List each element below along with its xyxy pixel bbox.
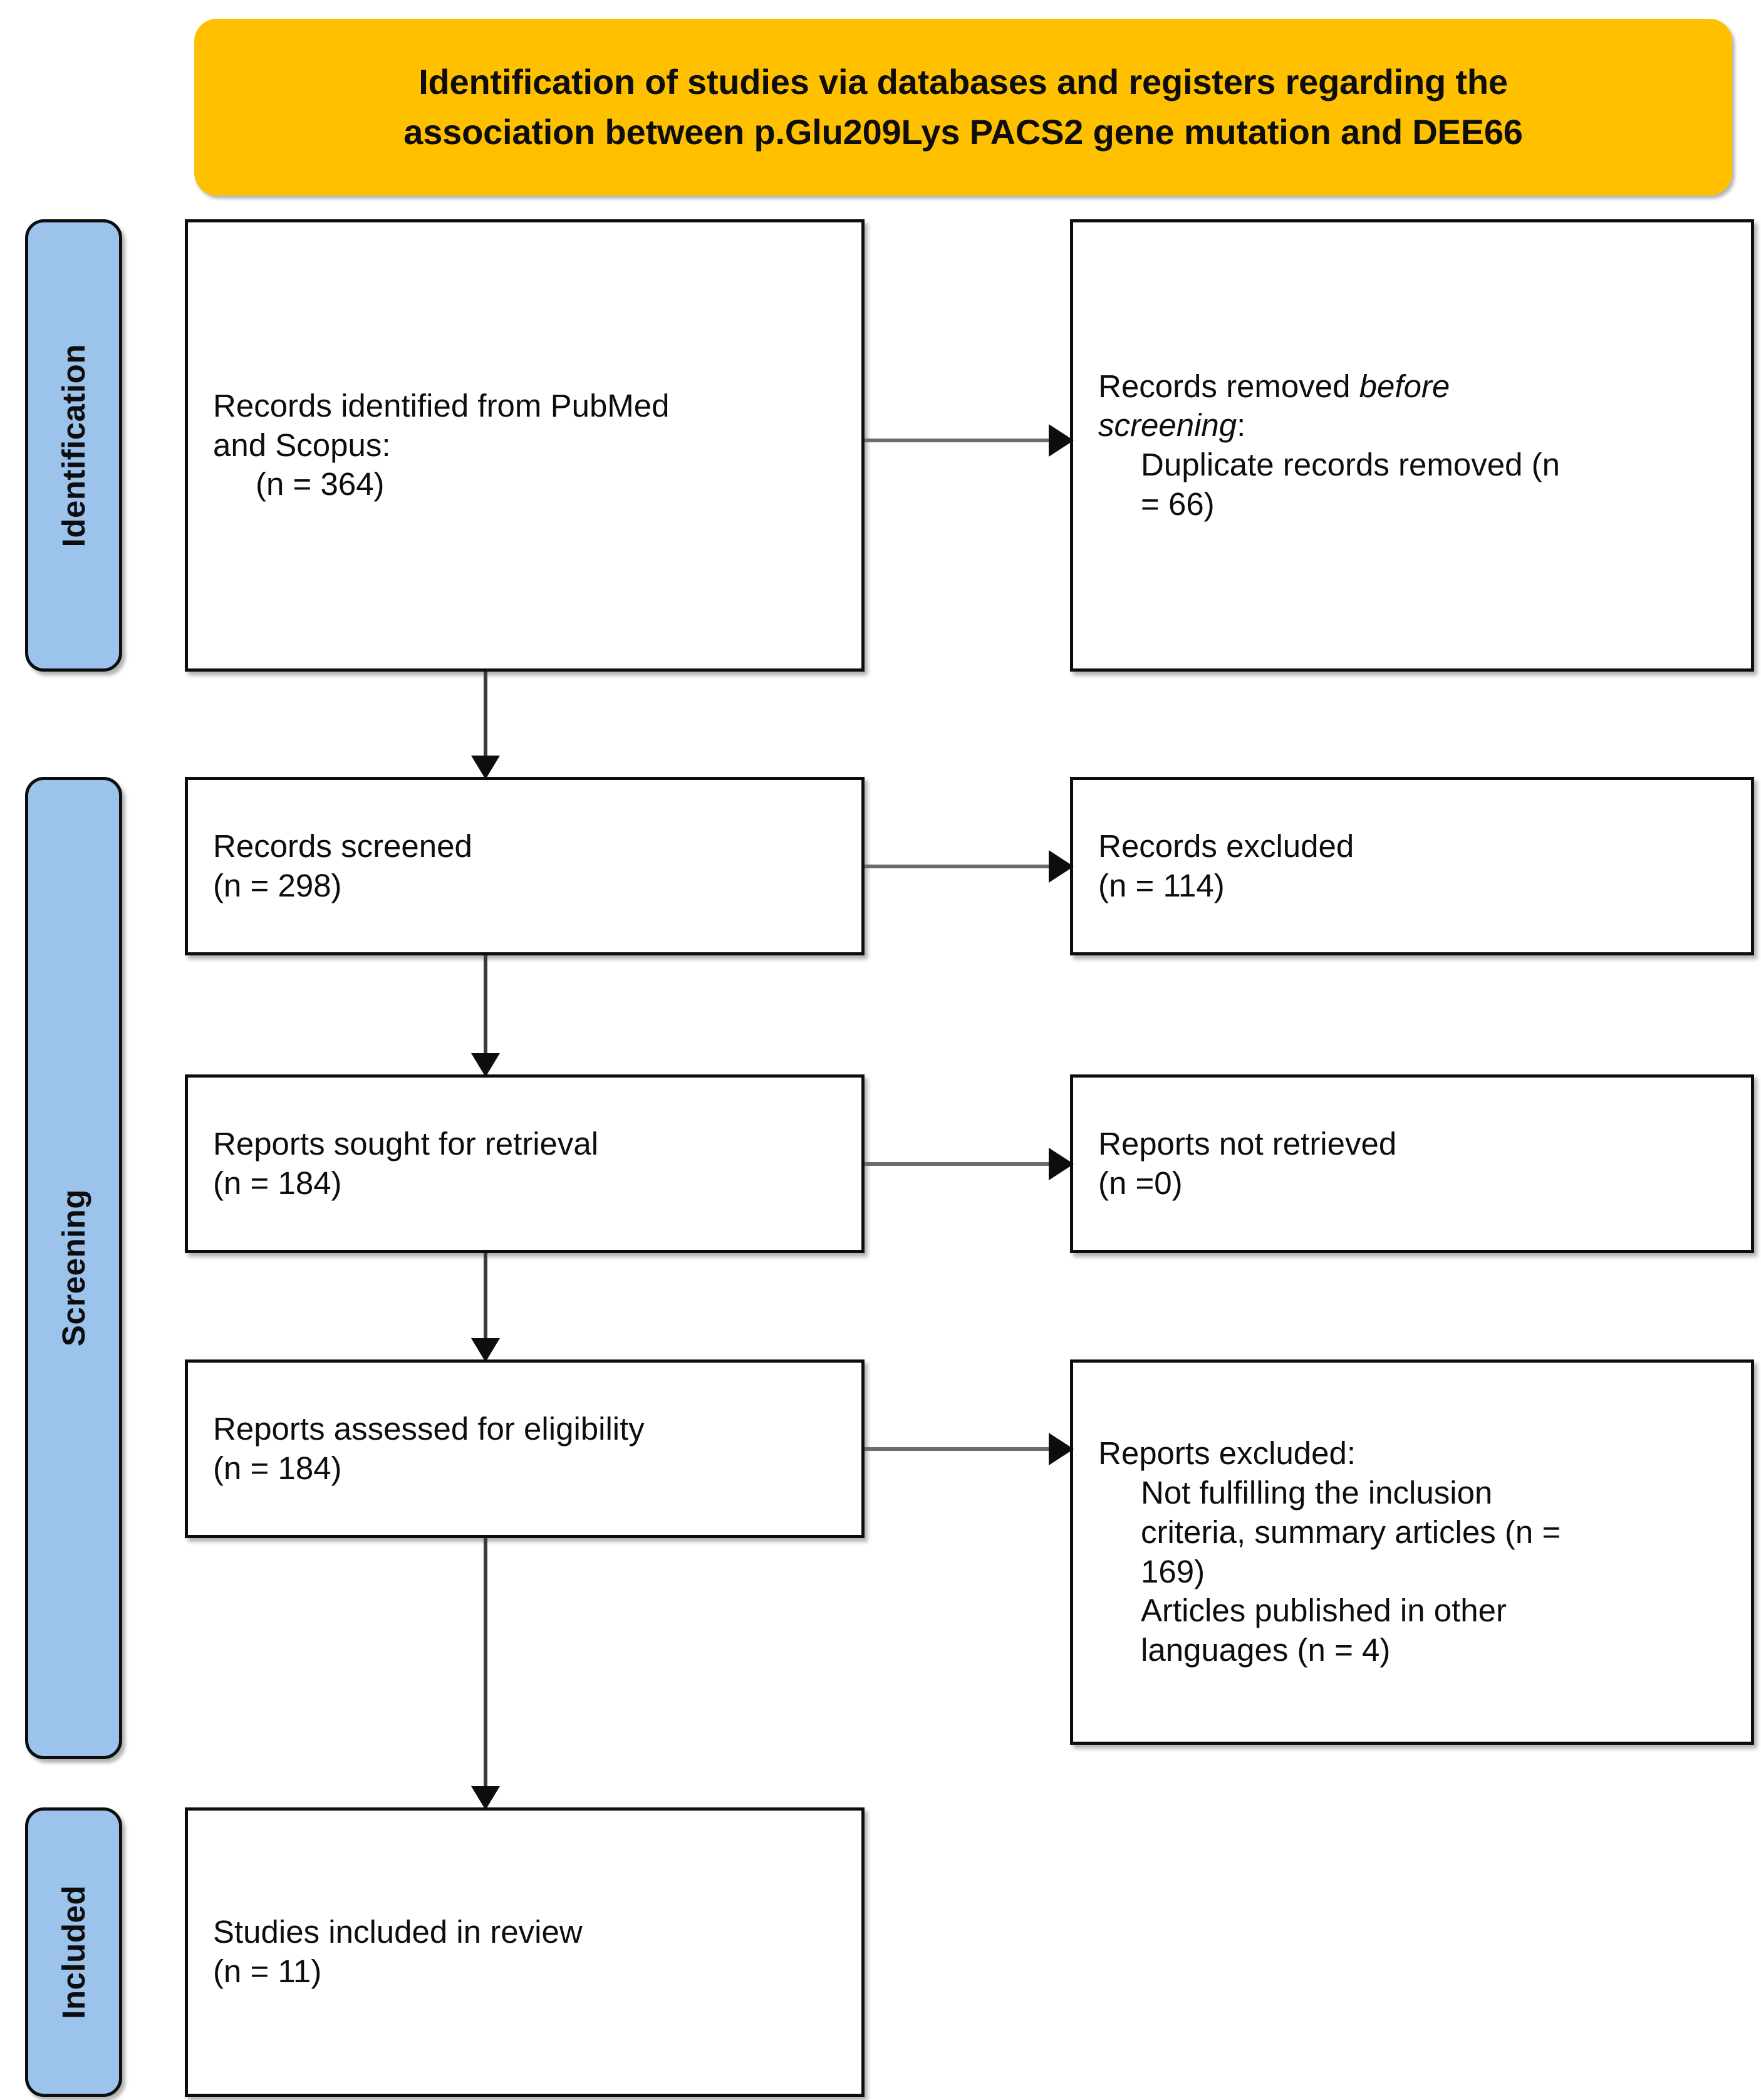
records-removed-line-1: Records removed before xyxy=(1098,367,1726,407)
reports-not-retrieved-count: (n =0) xyxy=(1098,1165,1183,1201)
box-reports-sought-for-retrieval: Reports sought for retrieval (n = 184) xyxy=(185,1074,865,1253)
studies-included-count: (n = 11) xyxy=(213,1953,322,1989)
stage-tab-included-label: Included xyxy=(56,1885,91,2019)
records-removed-italic-screening: screening xyxy=(1098,407,1237,444)
diagram-title-text: Identification of studies via databases … xyxy=(403,57,1523,157)
arrow-identified-to-removed xyxy=(865,439,1070,442)
arrow-screened-to-sought xyxy=(484,955,487,1074)
reports-assessed-count: (n = 184) xyxy=(213,1450,342,1486)
arrow-assessed-to-included xyxy=(484,1538,487,1807)
reports-not-retrieved-label: Reports not retrieved xyxy=(1098,1125,1397,1162)
stage-tab-included: Included xyxy=(25,1807,122,2097)
records-removed-detail-1: Duplicate records removed (n xyxy=(1141,447,1560,482)
stage-tab-identification-label: Identification xyxy=(56,343,91,548)
stage-tab-screening-label: Screening xyxy=(56,1189,91,1347)
reports-excluded-heading: Reports excluded: xyxy=(1098,1435,1356,1472)
records-removed-line-2: screening: xyxy=(1098,406,1726,445)
records-identified-line-1: Records identified from PubMed xyxy=(213,387,670,424)
stage-tab-screening: Screening xyxy=(25,777,122,1759)
box-reports-excluded: Reports excluded: Not fulfilling the inc… xyxy=(1070,1359,1754,1745)
diagram-title-line-2: association between p.Glu209Lys PACS2 ge… xyxy=(403,112,1523,152)
records-identified-line-2: and Scopus: xyxy=(213,427,391,463)
diagram-title-line-1: Identification of studies via databases … xyxy=(418,62,1508,102)
box-studies-included-in-review: Studies included in review (n = 11) xyxy=(185,1807,865,2097)
records-identified-count: (n = 364) xyxy=(256,466,385,502)
arrow-assessed-to-reports-excluded xyxy=(865,1447,1070,1451)
arrow-sought-to-assessed xyxy=(484,1253,487,1359)
records-removed-prefix: Records removed xyxy=(1098,368,1359,404)
diagram-title-banner: Identification of studies via databases … xyxy=(194,19,1732,195)
reports-sought-count: (n = 184) xyxy=(213,1165,342,1201)
box-records-identified: Records identified from PubMed and Scopu… xyxy=(185,219,865,672)
box-reports-not-retrieved: Reports not retrieved (n =0) xyxy=(1070,1074,1754,1253)
arrow-screened-to-records-excluded xyxy=(865,865,1070,868)
records-removed-detail-2: = 66) xyxy=(1141,486,1215,522)
reports-excluded-reason-1-line-2: criteria, summary articles (n = xyxy=(1141,1514,1561,1550)
records-screened-count: (n = 298) xyxy=(213,867,342,903)
studies-included-label: Studies included in review xyxy=(213,1914,583,1950)
reports-excluded-reason-2-line-1: Articles published in other xyxy=(1141,1593,1507,1629)
reports-assessed-label: Reports assessed for eligibility xyxy=(213,1410,645,1447)
reports-excluded-reason-1-line-1: Not fulfilling the inclusion xyxy=(1141,1475,1493,1511)
box-reports-assessed-for-eligibility: Reports assessed for eligibility (n = 18… xyxy=(185,1359,865,1538)
stage-tab-identification: Identification xyxy=(25,219,122,672)
box-records-excluded: Records excluded (n = 114) xyxy=(1070,777,1754,955)
reports-sought-label: Reports sought for retrieval xyxy=(213,1125,599,1162)
records-excluded-label: Records excluded xyxy=(1098,828,1354,864)
box-records-removed-before-screening: Records removed before screening: Duplic… xyxy=(1070,219,1754,672)
reports-excluded-reason-1-line-3: 169) xyxy=(1141,1553,1205,1589)
box-records-screened: Records screened (n = 298) xyxy=(185,777,865,955)
arrow-sought-to-not-retrieved xyxy=(865,1162,1070,1166)
records-removed-colon: : xyxy=(1237,407,1246,444)
records-screened-label: Records screened xyxy=(213,828,472,864)
reports-excluded-reason-2-line-2: languages (n = 4) xyxy=(1141,1631,1391,1668)
records-removed-italic-before: before xyxy=(1359,368,1450,404)
records-excluded-count: (n = 114) xyxy=(1098,867,1225,903)
arrow-identified-to-screened xyxy=(484,672,487,777)
